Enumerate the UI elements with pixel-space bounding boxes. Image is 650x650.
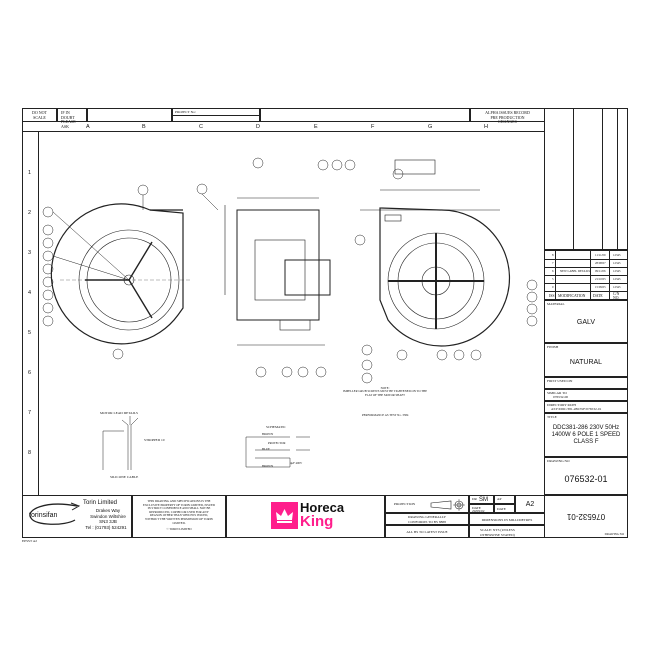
header-blank-2 <box>260 108 470 122</box>
brand-horeca: Horeca <box>300 500 345 515</box>
brand-king: King <box>300 513 334 530</box>
brand-block: Horeca King <box>226 495 385 538</box>
date-2-cell: DATE <box>494 504 515 513</box>
approved-cell: AP <box>494 495 515 504</box>
column-g: G <box>428 124 433 130</box>
column-e: E <box>314 124 318 130</box>
rear-view-housing <box>360 159 511 347</box>
conforms-cell: DRAWING GENERALLY CONFORMS TO BS 8888 <box>385 513 469 525</box>
row-1: 1 <box>28 170 32 176</box>
dimensions-cell: DIMENSIONS IN MILLIMETRES <box>469 513 545 525</box>
column-c: C <box>199 124 203 130</box>
capacitor-label: 4μF 400V <box>290 461 303 465</box>
projection-symbol-icon <box>430 499 465 511</box>
column-b: B <box>142 124 146 130</box>
schematic-brown-2: BROWN <box>262 464 274 468</box>
motor-lead-detail <box>102 416 139 470</box>
company-block: torinsifan Torin Limited Drakes Way Swin… <box>22 495 132 538</box>
side-view <box>224 197 331 346</box>
torinsifan-logo <box>29 502 81 525</box>
address-line: Drakes Way <box>95 508 121 513</box>
bs-cell: ALL BS TO LATEST ISSUE <box>385 525 469 538</box>
schematic-blue: BLUE <box>262 447 270 451</box>
column-d: D <box>256 124 260 130</box>
row-7: 7 <box>28 410 32 416</box>
column-h: H <box>484 124 488 130</box>
sheet-size-cell: A2 <box>515 495 545 513</box>
crown-icon <box>271 502 298 529</box>
column-a: A <box>86 124 90 130</box>
row-4: 4 <box>28 290 32 296</box>
silicone-cable-label: SILICONE CABLE <box>110 475 139 479</box>
callout-balloons <box>42 157 538 384</box>
projection-cell: PROJECTION <box>385 495 469 513</box>
mirrored-drawing-no-cell: 076532-01 DRAWING NO <box>545 495 628 538</box>
column-ruler: A B C D E F G H <box>22 122 545 132</box>
column-f: F <box>371 124 375 130</box>
right-strip <box>545 108 628 250</box>
first-used-cell: FIRST USED ON <box>545 377 628 389</box>
front-view-housing <box>50 203 190 345</box>
row-8: 8 <box>28 450 32 456</box>
stripped-label: STRIPPED 10 <box>144 438 165 442</box>
do-not-scale: DO NOT SCALE <box>22 108 57 122</box>
schematic-protector: PROTECTOR <box>268 441 286 445</box>
performance-note: PERFORMANCE AS TEST No. 3384 <box>362 413 409 417</box>
sheet-reference: EPSST A2 <box>22 539 38 543</box>
title-cell: TITLE DDC381-286 230V 50Hz 1400W 6 POLE … <box>545 413 628 457</box>
title-line: 1400W 6 POLE 1 SPEED <box>551 432 621 438</box>
title-line: CLASS F <box>573 439 599 445</box>
company-name: Torin Limited <box>83 500 118 506</box>
project-no: PROJECT No: <box>172 108 260 122</box>
note-title: NOTE: <box>380 386 390 390</box>
row-ruler: 1 2 3 4 5 6 7 8 <box>22 132 39 495</box>
row-3: 3 <box>28 250 32 256</box>
if-in-doubt: IF IN DOUBT PLEASE ASK <box>57 108 87 128</box>
schematic-title: SCHEMATIC <box>266 425 286 429</box>
telephone: Tel : (01793) 524291 <box>85 524 127 530</box>
address-line: SN3 3JB <box>99 519 117 524</box>
row-5: 5 <box>28 330 32 336</box>
title-line: DDC381-286 230V 50Hz <box>552 425 620 431</box>
schematic-brown: BROWN <box>262 432 274 436</box>
motor-lead-title: MOTOR LEAD DETAILS <box>100 411 138 415</box>
address-line: Swindon Wiltshire <box>90 513 126 519</box>
confidentiality-notice: THIS DRAWING AND SPECIFICATIONS IS THE E… <box>132 495 226 538</box>
row-2: 2 <box>28 210 32 216</box>
schematic-wiring <box>245 436 310 468</box>
alpha-issues: ALPHA ISSUES RECORD PRE PRODUCTION CHANG… <box>470 108 545 124</box>
header-blank <box>87 108 172 122</box>
scale-cell: SCALE: NTS (UNLESS OTHERWISE STATED) <box>469 525 545 538</box>
impeller-note: IMPELLER GRUB SCREWS MUST BE TIGHTENED O… <box>342 389 428 397</box>
row-6: 6 <box>28 370 32 376</box>
